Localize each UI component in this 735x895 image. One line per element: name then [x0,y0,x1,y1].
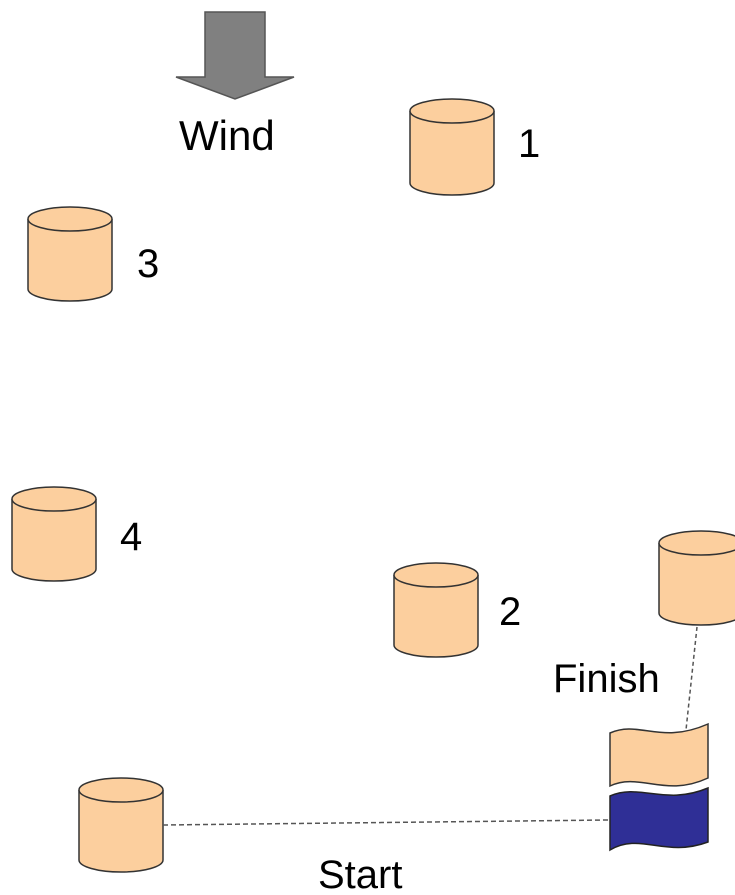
mark-2-label: 2 [499,590,521,634]
start-label: Start [318,853,402,895]
buoy-mark-1-icon [409,98,495,196]
buoy-mark-3-icon [27,206,113,302]
buoy-mark-2-icon [393,562,479,658]
start-buoy-icon [78,777,164,873]
mark-3-label: 3 [137,242,159,286]
mark-1-label: 1 [518,122,540,166]
wind-arrow-icon [175,11,295,100]
start-line [162,819,609,826]
wind-label: Wind [179,112,275,159]
finish-buoy-icon [658,530,735,626]
finish-label: Finish [553,657,660,701]
committee-flag-light-icon [609,722,709,788]
finish-line [685,626,698,731]
mark-4-label: 4 [120,515,142,559]
buoy-mark-4-icon [11,486,97,582]
committee-flag-dark-icon [609,786,709,852]
